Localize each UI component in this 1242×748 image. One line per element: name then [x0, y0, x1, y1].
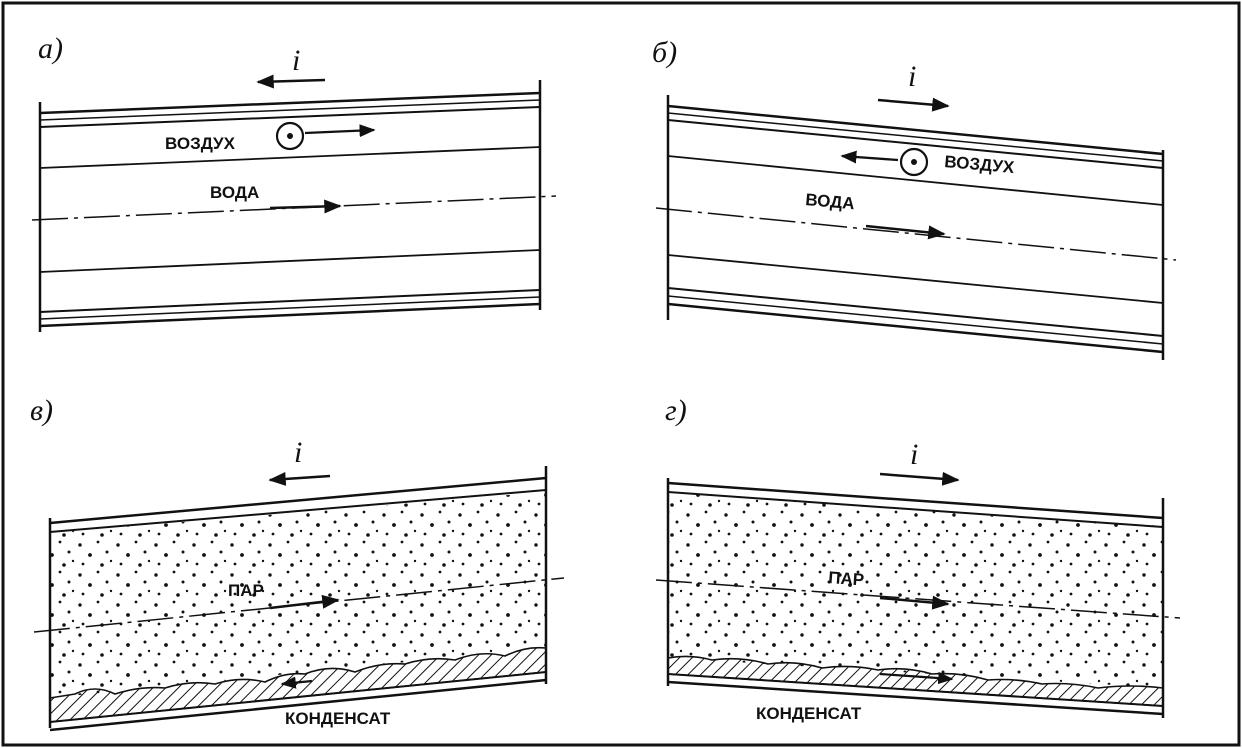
condensate-arrow-d — [879, 671, 954, 685]
pipe-wall-top-b — [667, 104, 1164, 156]
air-label-b: ВОЗДУХ — [944, 152, 1016, 177]
pipe-wall-bottom-b — [667, 295, 1164, 345]
pipe-wall-bottom-b — [667, 302, 1164, 354]
pipe-wall-bottom-c — [49, 678, 547, 732]
slope-arrow-b — [877, 97, 950, 112]
air-label-a: ВОЗДУХ — [165, 134, 236, 153]
water-surface-a — [39, 146, 541, 169]
water-surface-b — [667, 155, 1164, 206]
steam-arrow-d — [879, 595, 950, 610]
pipe-wall-bottom-a — [39, 302, 541, 328]
inner-line-a — [39, 249, 541, 273]
water-arrow-a — [269, 199, 342, 214]
slope-arrow-a — [256, 74, 326, 89]
slope-label-c: i — [294, 436, 302, 469]
pipe-wall-bottom-d — [667, 680, 1164, 716]
pipe-wall-bottom-c — [49, 671, 547, 723]
steam-label-c: ПАР — [228, 581, 264, 600]
slope-label-b: i — [908, 60, 916, 93]
water-label-a: ВОДА — [210, 183, 259, 202]
steam-region-d — [668, 492, 1163, 688]
pipe-wall-bottom-a — [39, 289, 541, 313]
panel-letter-c: в) — [30, 394, 53, 427]
air-bubble-center-icon-a — [287, 133, 293, 139]
pipe-wall-top-b — [667, 119, 1164, 169]
centerline-d — [655, 579, 1181, 619]
pipe-wall-top-c — [49, 489, 547, 533]
pipe-wall-top-a — [39, 99, 541, 121]
slope-label-d: i — [910, 438, 918, 471]
pipe-wall-top-c — [49, 476, 547, 525]
steam-arrow-c — [269, 594, 340, 610]
steam-region-c — [50, 492, 546, 698]
condensate-label-c: КОНДЕНСАТ — [285, 709, 391, 728]
water-arrow-b — [865, 224, 946, 240]
condensate-label-d: КОНДЕНСАТ — [756, 704, 862, 723]
pipe-wall-top-d — [667, 481, 1164, 520]
pipe-wall-top-a — [39, 106, 541, 128]
panel-d: г) i ПАР КОНДЕНСАТ — [655, 394, 1181, 723]
panel-letter-b: б) — [652, 36, 677, 69]
pipe-wall-top-d — [667, 491, 1164, 528]
panel-letter-d: г) — [665, 394, 687, 427]
pipe-wall-bottom-b — [667, 287, 1164, 337]
air-arrow-b — [840, 150, 899, 164]
pipe-wall-bottom-d — [667, 673, 1164, 707]
steam-label-d: ПАР — [828, 568, 865, 589]
air-bubble-center-icon-b — [911, 159, 917, 165]
air-arrow-a — [304, 124, 376, 138]
slope-label-a: i — [292, 44, 300, 77]
water-label-b: ВОДА — [805, 190, 856, 213]
panel-letter-a: а) — [38, 32, 63, 65]
condensate-arrow-c — [280, 676, 313, 689]
panel-a: а) i ВОЗДУХ ВОДА — [31, 32, 557, 332]
pipe-wall-top-a — [39, 91, 541, 115]
slope-arrow-c — [268, 471, 331, 486]
slope-arrow-d — [879, 471, 960, 486]
pipe-wall-top-b — [667, 112, 1164, 162]
pipe-wall-bottom-a — [39, 296, 541, 320]
panel-b: б) i ВОЗДУХ ВОДА — [652, 36, 1177, 360]
panel-c: в) i ПАР КОНДЕНСАТ — [30, 394, 565, 732]
condensate-layer-c — [49, 646, 547, 723]
condensate-layer-d — [667, 655, 1164, 707]
centerline-b — [655, 207, 1177, 261]
inner-line-b — [667, 254, 1164, 304]
